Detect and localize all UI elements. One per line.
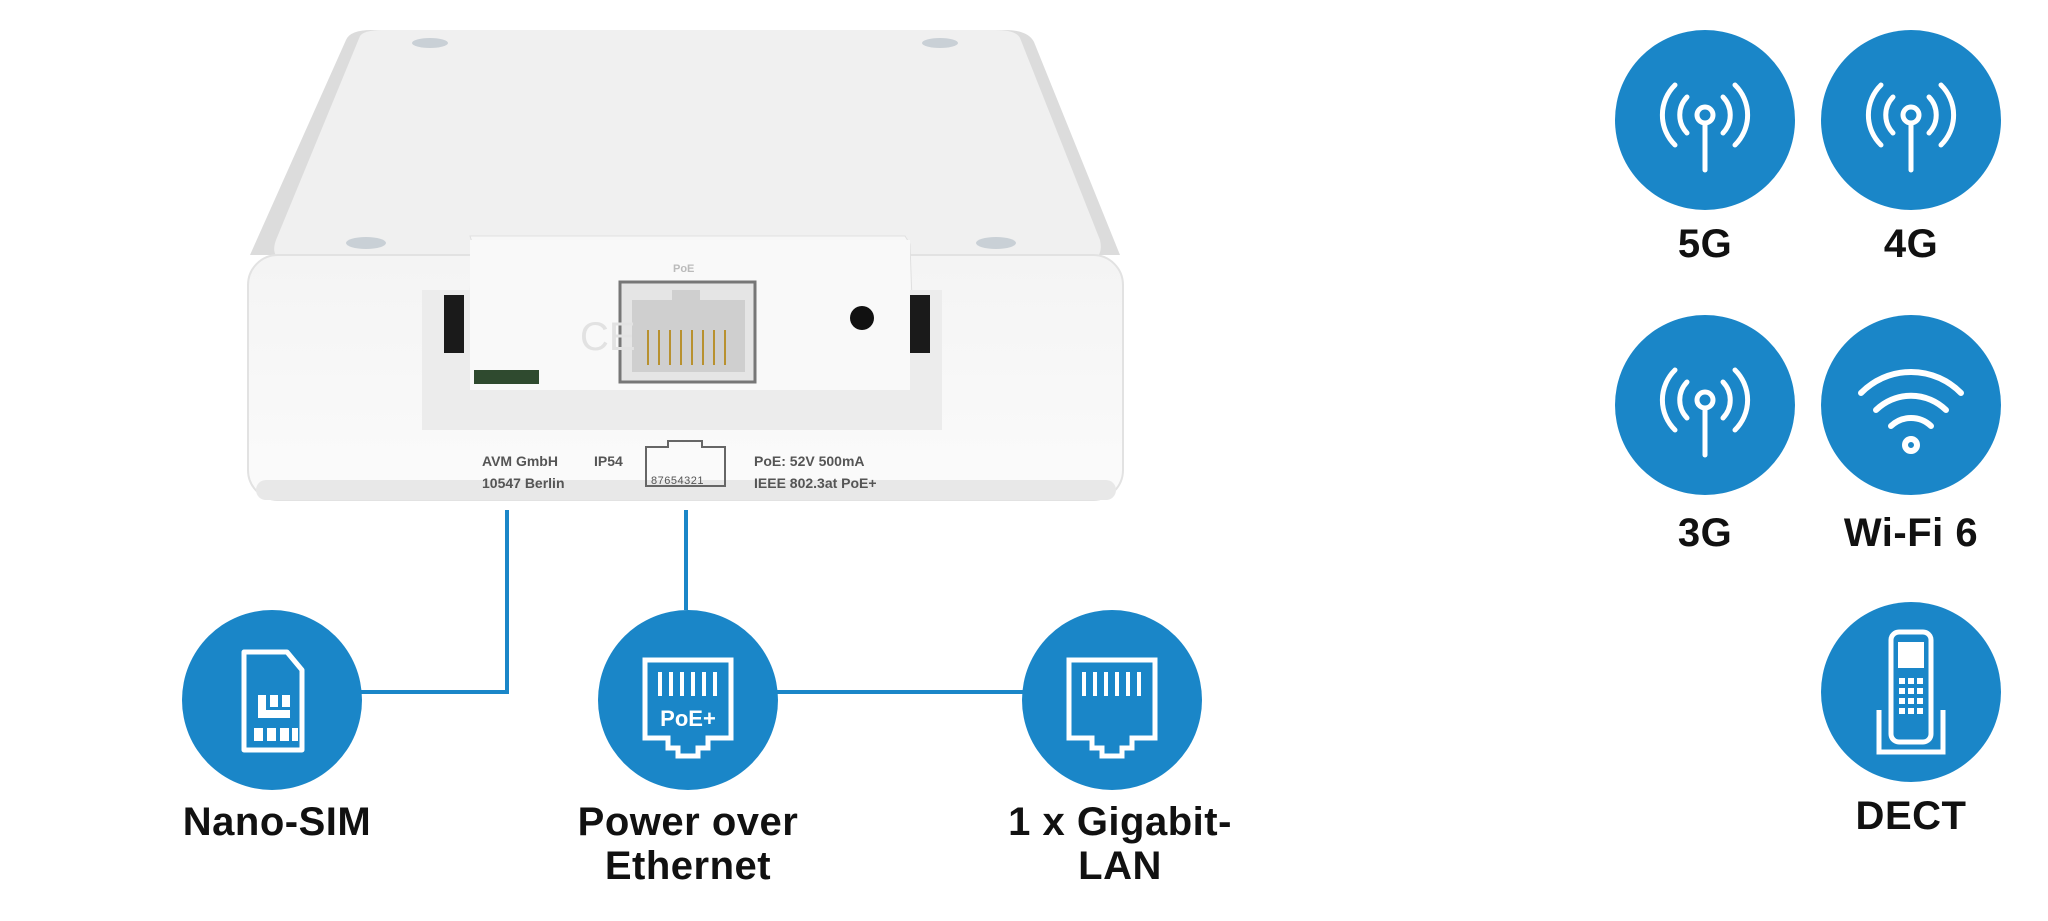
connector-line-lan-horizontal — [690, 690, 1110, 694]
wifi-icon — [1858, 368, 1964, 454]
connector-line-sim-horizontal — [300, 690, 509, 694]
feature-5g-circle — [1615, 30, 1795, 210]
antenna-icon — [1659, 82, 1751, 173]
protection-label: IP54 — [594, 453, 623, 469]
label-line: Nano-SIM — [182, 800, 372, 844]
ethernet-poe-icon: PoE+ — [642, 657, 734, 759]
poe-icon-text: PoE+ — [660, 706, 716, 731]
antenna-icon — [1865, 82, 1957, 173]
feature-3g-circle — [1615, 315, 1795, 495]
feature-label-3g: 3G — [1677, 511, 1733, 555]
port-label: PoE — [673, 263, 695, 275]
feature-wifi-circle — [1821, 315, 2001, 495]
address-label: 10547 Berlin — [482, 475, 565, 491]
sim-card-circle — [182, 610, 362, 790]
standard-label: IEEE 802.3at PoE+ — [754, 475, 877, 491]
feature-4g-circle — [1821, 30, 2001, 210]
svg-text:CE: CE — [580, 315, 636, 359]
label-line: Power over — [577, 800, 799, 844]
dect-phone-icon — [1876, 629, 1946, 755]
ethernet-port-icon — [1066, 657, 1158, 759]
power-spec-label: PoE: 52V 500mA — [754, 453, 865, 469]
feature-label-dect: DECT — [1855, 794, 1967, 838]
feature-label-4g: 4G — [1883, 222, 1939, 266]
feature-label-5g: 5G — [1677, 222, 1733, 266]
connector-line-poe-vertical — [684, 510, 688, 610]
antenna-icon — [1659, 367, 1751, 458]
connector-line-sim-vertical — [505, 510, 509, 694]
port-label-nano-sim: Nano-SIM — [183, 800, 371, 844]
sim-card-icon — [241, 649, 305, 753]
port-label-lan: 1 x Gigabit-LAN — [1008, 800, 1232, 888]
lan-circle — [1022, 610, 1202, 790]
label-line: Ethernet — [604, 844, 772, 888]
label-line: 1 x Gigabit- — [1008, 800, 1232, 844]
poe-circle: PoE+ — [598, 610, 778, 790]
feature-label-wifi: Wi-Fi 6 — [1843, 511, 1979, 555]
manufacturer-label: AVM GmbH — [482, 453, 558, 469]
feature-dect-circle — [1821, 602, 2001, 782]
label-line: LAN — [1078, 844, 1162, 888]
pin-numbers: 87654321 — [651, 475, 704, 487]
